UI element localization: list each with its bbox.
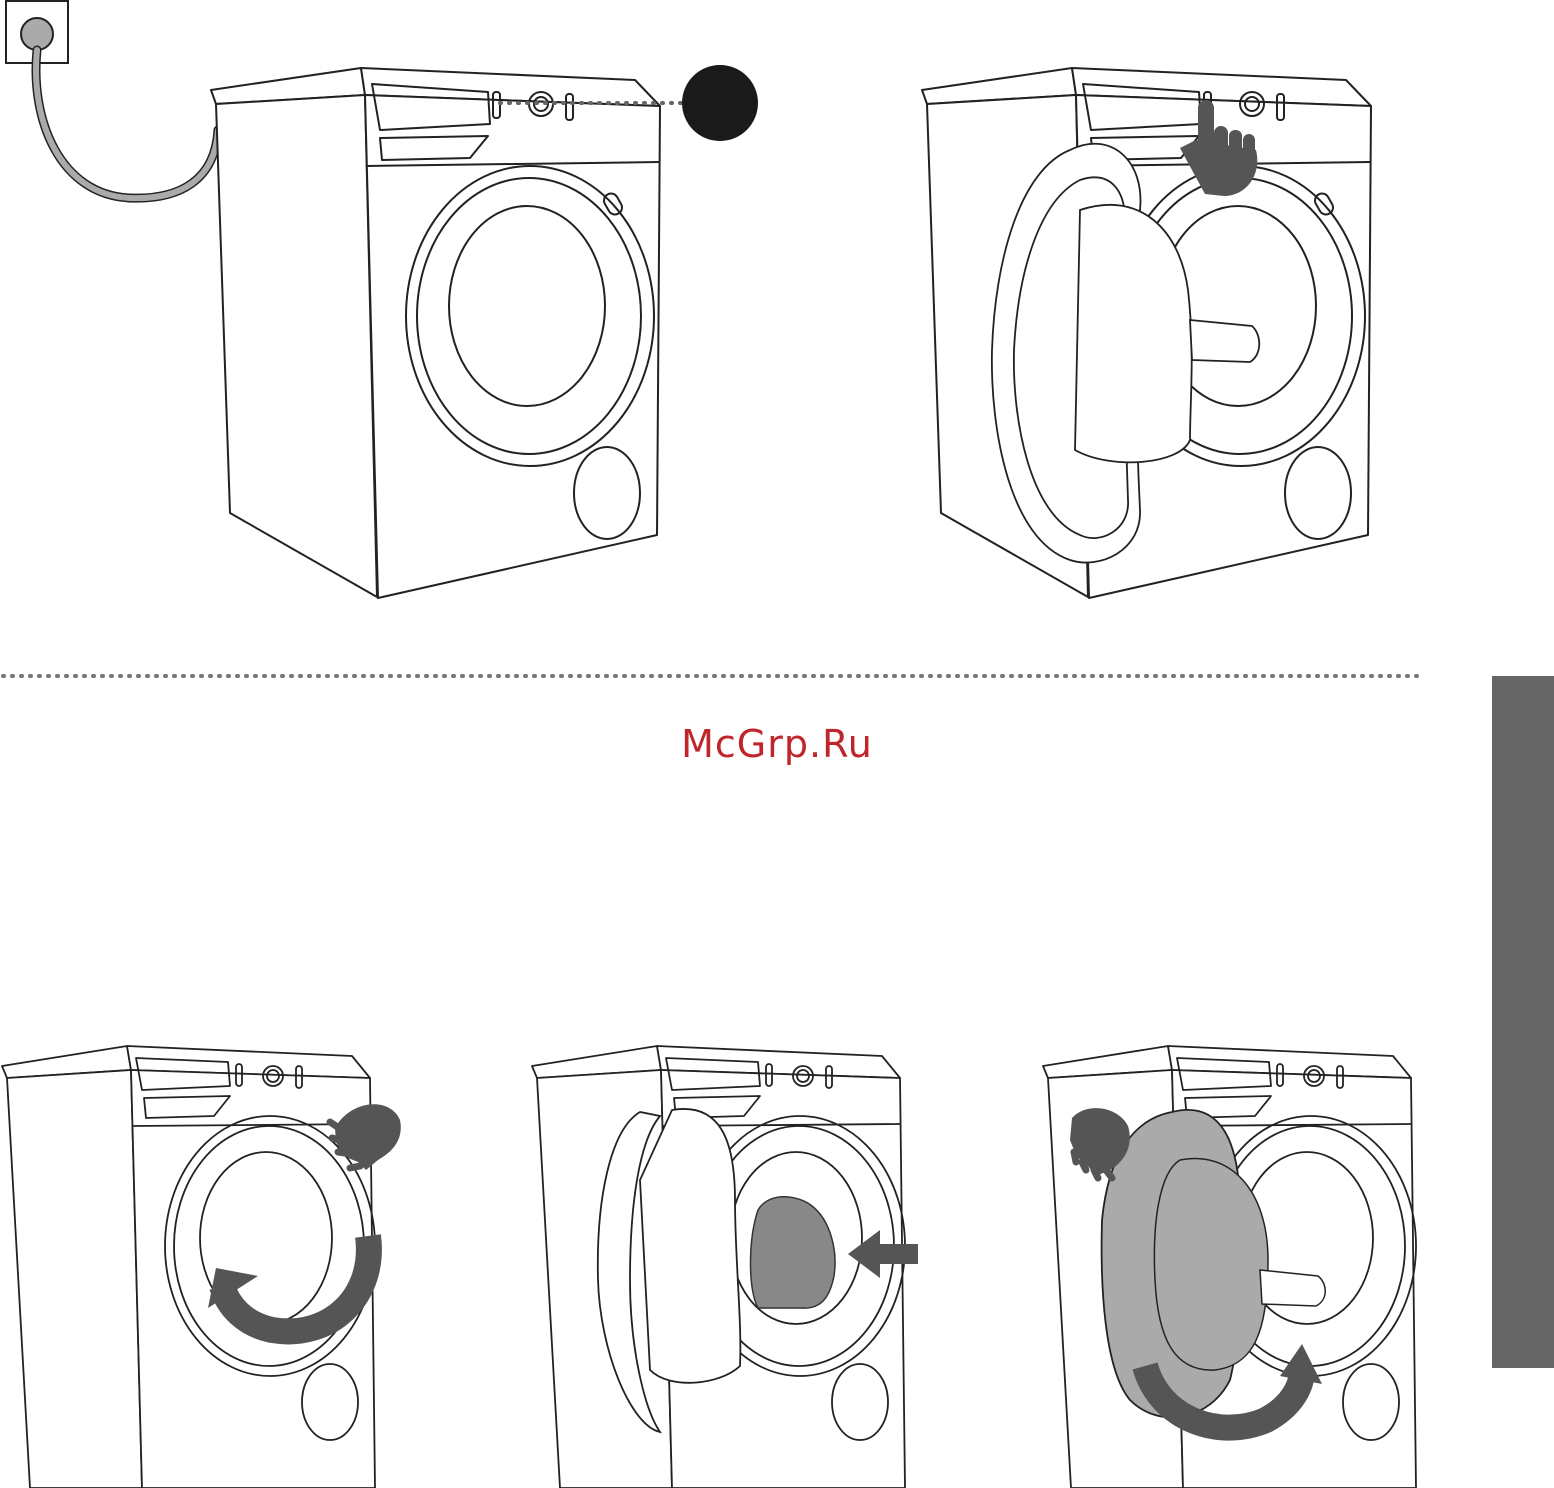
- side-tab: [1492, 676, 1554, 1368]
- washer-door-rotate: [2, 1046, 401, 1488]
- washer-plugged-in: [6, 1, 758, 598]
- washer-door-closing: [1043, 1046, 1416, 1488]
- washer-door-open: [922, 68, 1371, 598]
- indicator-dot-icon: [682, 65, 758, 141]
- watermark: McGrp.Ru: [0, 722, 1554, 766]
- push-arrow-icon: [880, 1244, 918, 1264]
- power-cord-icon: [36, 50, 218, 198]
- washer-loading-laundry: [532, 1046, 918, 1488]
